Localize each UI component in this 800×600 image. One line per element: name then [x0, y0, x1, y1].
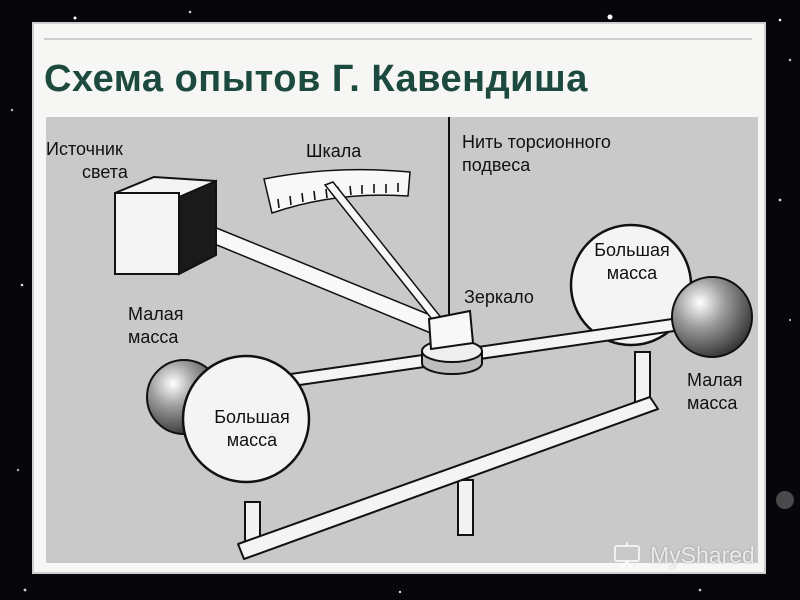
mirror [427, 309, 475, 351]
large-mass-left [181, 354, 311, 484]
watermark-text: MyShared [650, 542, 755, 568]
label-light-source-line1: Источник [46, 139, 123, 159]
cavendish-diagram: Источник света Шкала Нить торсионного по… [46, 117, 758, 563]
label-large-mass-right-line2: масса [607, 263, 658, 283]
label-scale: Шкала [306, 141, 362, 161]
label-large-mass-left-line2: масса [227, 430, 278, 450]
label-small-mass-right-line2: масса [687, 393, 738, 413]
label-small-mass-left-line1: Малая [128, 304, 183, 324]
small-mass-right [671, 276, 753, 358]
support-post-middle [457, 479, 474, 536]
label-small-mass-left-line2: масса [128, 327, 179, 347]
myshared-watermark: MyShared [610, 540, 780, 574]
label-mirror: Зеркало [464, 287, 534, 307]
slide-title: Схема опытов Г. Кавендиша [44, 58, 588, 100]
label-small-mass-right-line1: Малая [687, 370, 742, 390]
label-thread-line2: подвеса [462, 155, 531, 175]
label-light-source-line2: света [82, 162, 129, 182]
light-source-front [114, 192, 180, 275]
scale-ticks [277, 183, 399, 209]
projector-icon [614, 542, 640, 571]
label-large-mass-right-line1: Большая [594, 240, 670, 260]
support-post-right [634, 351, 651, 403]
large-mass-frame [237, 396, 659, 560]
title-rule [44, 38, 752, 40]
label-large-mass-left-line1: Большая [214, 407, 290, 427]
label-thread-line1: Нить торсионного [462, 132, 611, 152]
